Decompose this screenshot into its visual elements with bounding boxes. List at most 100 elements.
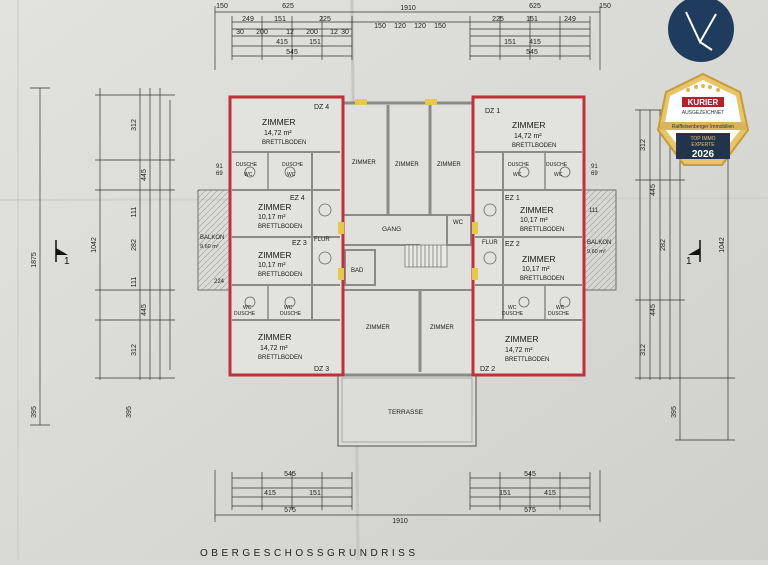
dim-top-row3r-a: 225 [492, 16, 504, 23]
dim-top-row3r-c: 249 [564, 16, 576, 23]
dim-bottom-total: 1910 [392, 518, 408, 525]
wc-label-2: WC [287, 172, 296, 178]
mark-111-right: 111 [589, 208, 599, 214]
ez1-floor: BRETTLBODEN [520, 227, 564, 233]
ez3-area: 10,17 m² [258, 262, 286, 269]
dim-right-inner-e: 312 [640, 344, 647, 356]
section-marker-left-label: 1 [64, 256, 70, 267]
mark-69-left: 69 [216, 171, 223, 177]
mark-224-left: 224 [214, 279, 225, 285]
top-dimension-chains [214, 6, 601, 70]
dz2-floor: BRETTLBODEN [505, 357, 549, 363]
section-marker-right: 1 [686, 240, 701, 267]
kurier-line1: AUSGEZEICHNET [682, 110, 725, 116]
ez1-code: EZ 1 [505, 195, 520, 202]
dim-right-inner-b: 445 [650, 184, 657, 196]
dz3-floor: BRETTLBODEN [258, 355, 302, 361]
balkon-right-label: BALKON [587, 240, 611, 246]
center-room-5: ZIMMER [430, 325, 454, 331]
center-room-3: ZIMMER [437, 162, 461, 168]
dim-top-total: 1910 [400, 5, 416, 12]
dim-left-inner-e: 111 [131, 277, 138, 288]
dz2-code: DZ 2 [480, 366, 495, 373]
dim-bottom-row2-b: 151 [309, 490, 321, 497]
dim-top-row3-c: 225 [319, 16, 331, 23]
section-marker-right-label: 1 [686, 256, 692, 267]
center-block [341, 101, 475, 377]
dim-left-inner-a: 312 [131, 119, 138, 131]
dim-bottom-half-b: 575 [524, 507, 536, 514]
dim-bottom-row2-a: 415 [264, 490, 276, 497]
ez2-name: ZIMMER [522, 254, 556, 264]
dz4-area: 14,72 m² [264, 130, 292, 137]
dim-top-right-end: 150 [599, 3, 611, 10]
dim-top-row2-b: 200 [256, 29, 268, 36]
dz3-code: DZ 3 [314, 366, 329, 373]
dim-top-row1-b: 151 [309, 39, 321, 46]
dim-top-row3-a: 249 [242, 16, 254, 23]
dim-bottom-half-a: 575 [284, 507, 296, 514]
dim-right-inner-d: 445 [650, 304, 657, 316]
kurier-navy-panel [676, 133, 730, 159]
wc-label-3: WC [243, 305, 252, 311]
mark-91-left: 91 [216, 164, 223, 170]
dim-left-inner-g: 312 [131, 344, 138, 356]
ez4-floor: BRETTLBODEN [258, 224, 302, 230]
dim-top-left-end: 150 [216, 3, 228, 10]
dim-top-row2-e: 12 [330, 29, 338, 36]
gang-label: GANG [382, 226, 401, 233]
dim-left-inner-b: 445 [141, 169, 148, 181]
dz4-code: DZ 4 [314, 104, 329, 111]
kurier-brand: KURIER [688, 98, 719, 107]
dim-left-inner-f: 445 [141, 304, 148, 316]
balcony-right [583, 189, 617, 291]
dim-top-row1r-b: 151 [504, 39, 516, 46]
dusche-label-5: DUSCHE [508, 162, 530, 168]
dusche-label-3: DUSCHE [234, 311, 256, 317]
sanitary-fixtures [244, 166, 571, 308]
dz1-area: 14,72 m² [514, 133, 542, 140]
balkon-left-label: BALKON [200, 235, 224, 241]
plan-title: OBERGESCHOSSGRUNDRISS [200, 548, 419, 559]
dim-top-mid-c: 120 [414, 23, 426, 30]
dim-right-inner-c: 282 [660, 239, 667, 251]
dz4-name: ZIMMER [262, 117, 296, 127]
dim-left-inner-c: 111 [131, 207, 138, 218]
dim-bottom-row1-b: 545 [524, 471, 536, 478]
dim-top-row3r-b: 151 [526, 16, 538, 23]
dim-bottom-row2-d: 415 [544, 490, 556, 497]
staircase [404, 244, 448, 268]
dim-top-row2-f: 30 [341, 29, 349, 36]
dim-left-inner-d: 282 [131, 239, 138, 251]
dz1-floor: BRETTLBODEN [512, 143, 556, 149]
dim-bottom-row1-a: 545 [284, 471, 296, 478]
dz2-area: 14,72 m² [505, 347, 533, 354]
kurier-company: Raiffeisenberger Immobilien [672, 124, 734, 130]
ez3-name: ZIMMER [258, 250, 292, 260]
kurier-ribbon [660, 122, 746, 130]
logo-mark-icon [685, 11, 717, 51]
dim-left-lower: 395 [126, 406, 133, 418]
kurier-brand-box [682, 97, 724, 107]
dusche-label-8: DUSCHE [548, 311, 570, 317]
wc-label-4: WC [284, 305, 293, 311]
kurier-stars-icon [686, 84, 720, 92]
ez4-code: EZ 4 [290, 195, 305, 202]
balkon-left-area: 9,60 m² [200, 244, 219, 250]
center-room-2: ZIMMER [395, 162, 419, 168]
dz3-name: ZIMMER [258, 332, 292, 342]
kurier-line3: EXPERTE [691, 142, 715, 148]
dim-right-inner-a: 312 [640, 139, 647, 151]
ez1-area: 10,17 m² [520, 217, 548, 224]
dim-top-row2-a: 30 [236, 29, 244, 36]
dusche-label-1: DUSCHE [236, 162, 258, 168]
ez4-area: 10,17 m² [258, 214, 286, 221]
dz4-floor: BRETTLBODEN [262, 140, 306, 146]
wc-label-1: WC [244, 172, 253, 178]
center-room-1: ZIMMER [352, 160, 376, 166]
ez3-code: EZ 3 [292, 240, 307, 247]
dim-top-mid-d: 150 [434, 23, 446, 30]
ez1-name: ZIMMER [520, 205, 554, 215]
dim-top-row1-a: 415 [276, 39, 288, 46]
building-outline [197, 95, 617, 447]
